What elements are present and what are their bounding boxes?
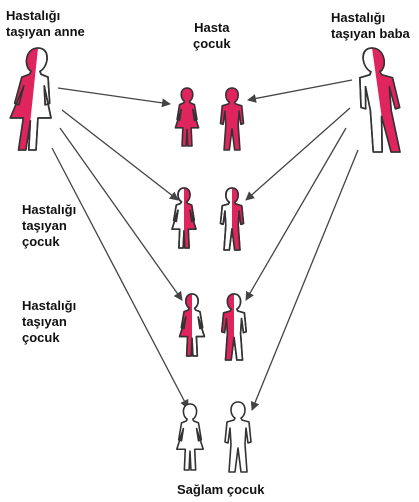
carrier-father-label: Hastalığı taşıyan baba: [331, 10, 410, 42]
sick-child-label: Hasta çocuk: [193, 20, 231, 52]
carrier-father-label-line-1: Hastalığı: [331, 10, 410, 26]
sick-child-label-line-1: Hasta: [193, 20, 231, 36]
carrier-child-1-line-2: taşıyan: [22, 218, 76, 234]
carrier-child-1-line-1: Hastalığı: [22, 202, 76, 218]
carrier-mother-label-line-2: taşıyan anne: [6, 24, 85, 40]
inheritance-arrows: [52, 80, 358, 410]
carrier-mother-label: Hastalığı taşıyan anne: [6, 8, 85, 40]
healthy-child-girl-figure: [177, 404, 203, 470]
carrier-child-2-line-2: taşıyan: [22, 314, 76, 330]
carrier-child-label-1: Hastalığı taşıyan çocuk: [22, 202, 76, 250]
healthy-child-label-text: Sağlam çocuk: [177, 482, 264, 498]
carrier-child-2-line-3: çocuk: [22, 330, 76, 346]
arrow-father-to-carrier-child-2: [246, 128, 346, 300]
sick-child-boy-figure: [220, 88, 243, 150]
carrier-father-figure: [353, 48, 406, 152]
carrier-child-girl-figure-1: [172, 188, 196, 248]
arrow-father-to-carrier-child-1: [246, 108, 350, 200]
healthy-child-boy-figure: [225, 402, 251, 472]
arrow-father-to-healthy-child: [252, 150, 358, 410]
healthy-child-label: Sağlam çocuk: [177, 482, 264, 498]
carrier-child-2-line-1: Hastalığı: [22, 298, 76, 314]
carrier-child-1-line-3: çocuk: [22, 234, 76, 250]
carrier-child-girl-figure-2: [180, 294, 205, 356]
carrier-child-boy-figure-1: [220, 188, 243, 250]
arrow-father-to-sick-child: [248, 80, 352, 100]
carrier-father-label-line-2: taşıyan baba: [331, 26, 410, 42]
arrow-mother-to-sick-child: [58, 88, 170, 104]
sick-child-girl-figure: [175, 88, 198, 146]
sick-child-label-line-2: çocuk: [193, 36, 231, 52]
carrier-mother-label-line-1: Hastalığı: [6, 8, 85, 24]
carrier-mother-figure: [7, 48, 59, 150]
arrow-mother-to-carrier-child-2: [60, 128, 182, 300]
carrier-child-label-2: Hastalığı taşıyan çocuk: [22, 298, 76, 346]
carrier-child-boy-figure-2: [222, 294, 247, 360]
arrow-mother-to-healthy-child: [52, 148, 188, 408]
